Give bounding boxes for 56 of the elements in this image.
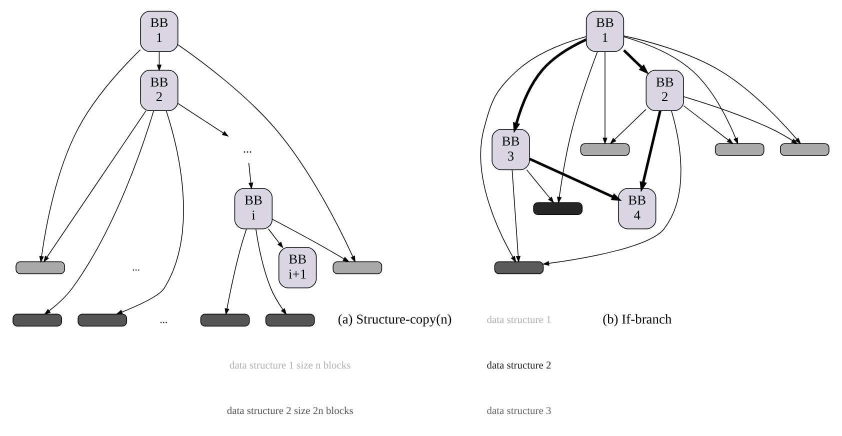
arrow: [529, 158, 622, 201]
arrow: [623, 35, 802, 144]
node-box: BB 2: [646, 70, 684, 112]
label: data structure 2: [486, 360, 552, 372]
arrow: [623, 49, 649, 74]
node-box: [332, 261, 382, 274]
arrow: [44, 110, 154, 315]
arrow: [683, 105, 734, 144]
arrow: [39, 49, 141, 263]
node-box: [265, 314, 315, 326]
label: data structure 1: [486, 314, 552, 326]
arrow: [256, 228, 287, 316]
label: ...: [160, 314, 168, 326]
arrow: [268, 228, 284, 248]
arrow: [640, 110, 662, 192]
node-box: [580, 143, 630, 156]
node-box: [12, 314, 62, 326]
node-box: [780, 143, 830, 156]
arrow: [526, 169, 554, 204]
arrow: [224, 228, 247, 316]
label: (a) Structure-copy(n): [338, 311, 452, 326]
arrow: [557, 51, 598, 204]
arrow: [542, 110, 682, 266]
label: data structure 3: [486, 406, 552, 418]
arrow: [480, 36, 586, 263]
arrow: [512, 169, 521, 263]
node-box: [533, 202, 583, 215]
arrow: [43, 110, 146, 262]
arrow: [513, 38, 587, 134]
label: data structure 1 size n blocks: [229, 360, 351, 372]
node-box: BB 2: [140, 70, 178, 112]
arrow: [178, 44, 356, 263]
label: (b) If-branch: [602, 311, 672, 326]
node-box: [78, 314, 128, 326]
arrow: [610, 109, 646, 144]
label: ...: [132, 262, 140, 274]
arrow: [683, 96, 798, 144]
arrow: [272, 218, 350, 262]
arrow: [623, 36, 738, 145]
node-box: BB 4: [618, 188, 656, 230]
arrow: [602, 51, 608, 145]
label: data structure 2 size 2n blocks: [226, 406, 354, 418]
node-box: BB 3: [492, 129, 530, 170]
node-box: BB 1: [140, 10, 178, 52]
node-box: [494, 261, 544, 274]
arrow: [178, 103, 229, 137]
node-text: ...: [242, 141, 252, 156]
arrow: [156, 51, 162, 72]
node-box: BB 1: [586, 10, 624, 52]
node-box: BB i: [234, 188, 273, 230]
arrow: [116, 110, 184, 314]
node-box: BB i+1: [278, 247, 317, 288]
node-box: [16, 261, 65, 274]
arrow: [248, 162, 254, 190]
node-box: [200, 314, 250, 326]
node-box: [714, 143, 764, 156]
